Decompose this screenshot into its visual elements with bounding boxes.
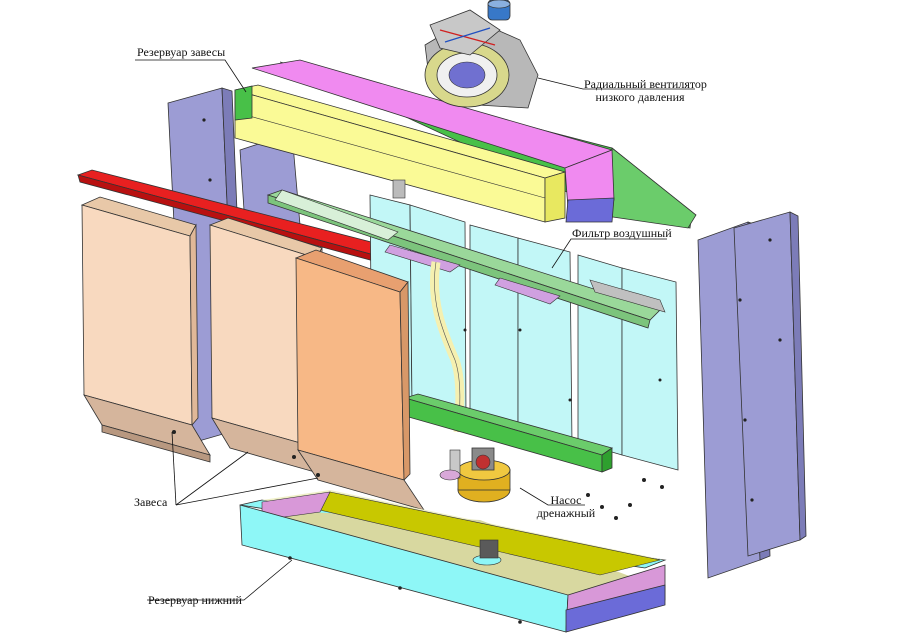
curtain-panel-3 bbox=[172, 249, 425, 511]
label-reservoir-lower: Резервуар нижний bbox=[148, 593, 242, 607]
fan-unit bbox=[424, 0, 539, 109]
label-curtains: Завеса bbox=[134, 495, 168, 509]
drain-pump bbox=[439, 447, 511, 503]
lower-reservoir bbox=[239, 490, 667, 633]
label-reservoir-curtain: Резервуар завесы bbox=[137, 45, 226, 59]
label-pump-line2: дренажный bbox=[536, 506, 596, 520]
label-air-filter: Фильтр воздушный bbox=[572, 226, 672, 240]
fasteners bbox=[586, 478, 664, 520]
label-fan-line2: низкого давления bbox=[595, 90, 685, 104]
air-filter bbox=[266, 189, 666, 329]
curtain-reservoir-assembly bbox=[234, 59, 697, 229]
label-fan: Радиальный вентилятор низкого давления bbox=[584, 77, 707, 104]
green-rail bbox=[403, 393, 613, 473]
label-pump: Насос дренажный bbox=[536, 494, 596, 520]
label-fan-line1: Радиальный вентилятор bbox=[584, 77, 707, 91]
right-side-panels bbox=[697, 211, 807, 579]
label-pump-line1: Насос bbox=[550, 493, 582, 507]
curtain-panel-1 bbox=[80, 196, 211, 463]
leader-lines bbox=[135, 59, 695, 601]
